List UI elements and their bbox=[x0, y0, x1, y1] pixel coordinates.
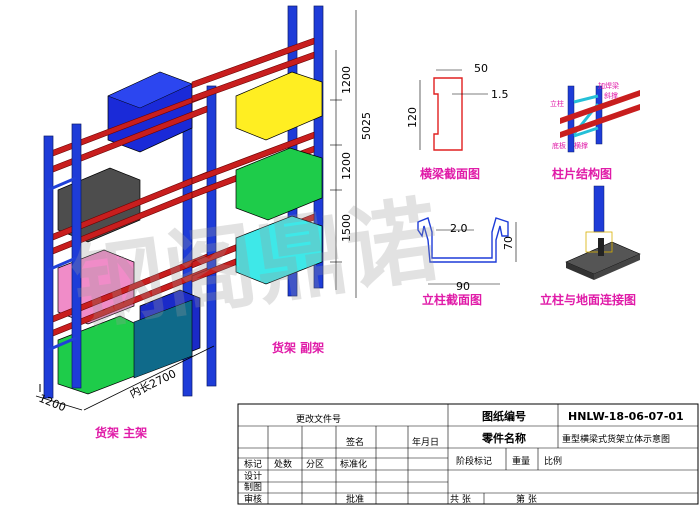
length-dim-line bbox=[83, 345, 215, 411]
column-floor-label: 立柱与地面连接图 bbox=[540, 292, 636, 307]
total-height-dim: 5025 bbox=[360, 112, 373, 140]
main-rack: 内长2700 1200 货架 主架 bbox=[35, 71, 217, 440]
column-thickness-dim: 2.0 bbox=[450, 222, 468, 235]
frame-callout-base: 底板 bbox=[552, 141, 566, 150]
tb-weight: 重量 bbox=[512, 455, 530, 467]
frame-callout-bracing: 斜撑 bbox=[604, 91, 618, 100]
pallet-load-teal bbox=[133, 299, 193, 379]
column-section: 2.0 90 70 立柱截面图 bbox=[417, 217, 517, 307]
sub-rack: 1200 1200 1500 5025 货架 副架 bbox=[191, 5, 373, 355]
tb-stage-mark: 阶段标记 bbox=[456, 455, 492, 467]
beam-section-label: 横梁截面图 bbox=[420, 166, 480, 181]
sub-rack-label: 货架 副架 bbox=[272, 340, 324, 355]
tb-zone: 分区 bbox=[306, 459, 324, 470]
main-rack-label: 货架 主架 bbox=[95, 425, 147, 440]
tb-sheet-no: 第 张 bbox=[516, 493, 537, 505]
tb-part-name-label: 零件名称 bbox=[481, 431, 526, 445]
tb-total-sheets: 共 张 bbox=[450, 494, 471, 505]
tb-drawing: 制图 bbox=[244, 481, 262, 493]
beam-thickness-dim: 1.5 bbox=[491, 88, 509, 101]
depth-dim-line bbox=[35, 395, 83, 411]
pallet-load-yellow bbox=[235, 71, 323, 141]
tb-scale: 比例 bbox=[544, 455, 562, 467]
tb-sign: 签名 bbox=[346, 436, 364, 448]
main-bracing bbox=[47, 176, 77, 352]
frame-callout-beam: 加焊梁 bbox=[598, 81, 619, 90]
depth-dim: 1200 bbox=[37, 392, 68, 415]
tb-change-doc: 更改文件号 bbox=[296, 413, 341, 425]
frame-callout-column: 立柱 bbox=[550, 99, 564, 108]
main-beams bbox=[47, 91, 208, 339]
level2-dim: 1200 bbox=[340, 152, 353, 180]
column-depth-dim: 70 bbox=[502, 236, 515, 250]
frame-callout-cross: 横撑 bbox=[574, 141, 588, 150]
tb-date: 年月日 bbox=[412, 436, 439, 448]
column-section-label: 立柱截面图 bbox=[422, 292, 482, 307]
frame-structure-label: 柱片结构图 bbox=[552, 166, 612, 181]
beam-height-dim: 120 bbox=[406, 107, 419, 128]
tb-mark: 标记 bbox=[244, 458, 262, 470]
tb-drawing-no-label: 图纸编号 bbox=[482, 409, 526, 423]
tb-design: 设计 bbox=[244, 470, 262, 482]
main-back-column bbox=[206, 85, 217, 387]
column-floor: 立柱与地面连接图 bbox=[540, 185, 641, 307]
tb-part-name: 重型横梁式货架立体示意图 bbox=[562, 433, 670, 445]
tb-standardize: 标准化 bbox=[340, 458, 367, 470]
tb-approve: 批准 bbox=[346, 493, 364, 505]
main-front-column bbox=[71, 123, 82, 389]
column-width-dim: 90 bbox=[456, 280, 470, 293]
pallet-load-green bbox=[235, 147, 323, 221]
beam-width-dim: 50 bbox=[474, 62, 488, 75]
level1-dim: 1200 bbox=[340, 66, 353, 94]
title-block: 更改文件号 签名 年月日 标记 处数 分区 标准化 设计 制图 审核 批准 图纸… bbox=[237, 403, 699, 505]
tb-drawing-no: HNLW-18-06-07-01 bbox=[568, 410, 684, 423]
tb-review: 审核 bbox=[244, 493, 262, 505]
pallet-load-cyan bbox=[235, 215, 323, 285]
beam-section: 50 1.5 120 横梁截面图 bbox=[406, 62, 509, 181]
frame-structure: 加焊梁 斜撑 立柱 底板 横撑 柱片结构图 bbox=[550, 81, 640, 181]
sub-dimensions bbox=[330, 10, 357, 298]
tb-count: 处数 bbox=[274, 458, 292, 470]
level3-dim: 1500 bbox=[340, 214, 353, 242]
